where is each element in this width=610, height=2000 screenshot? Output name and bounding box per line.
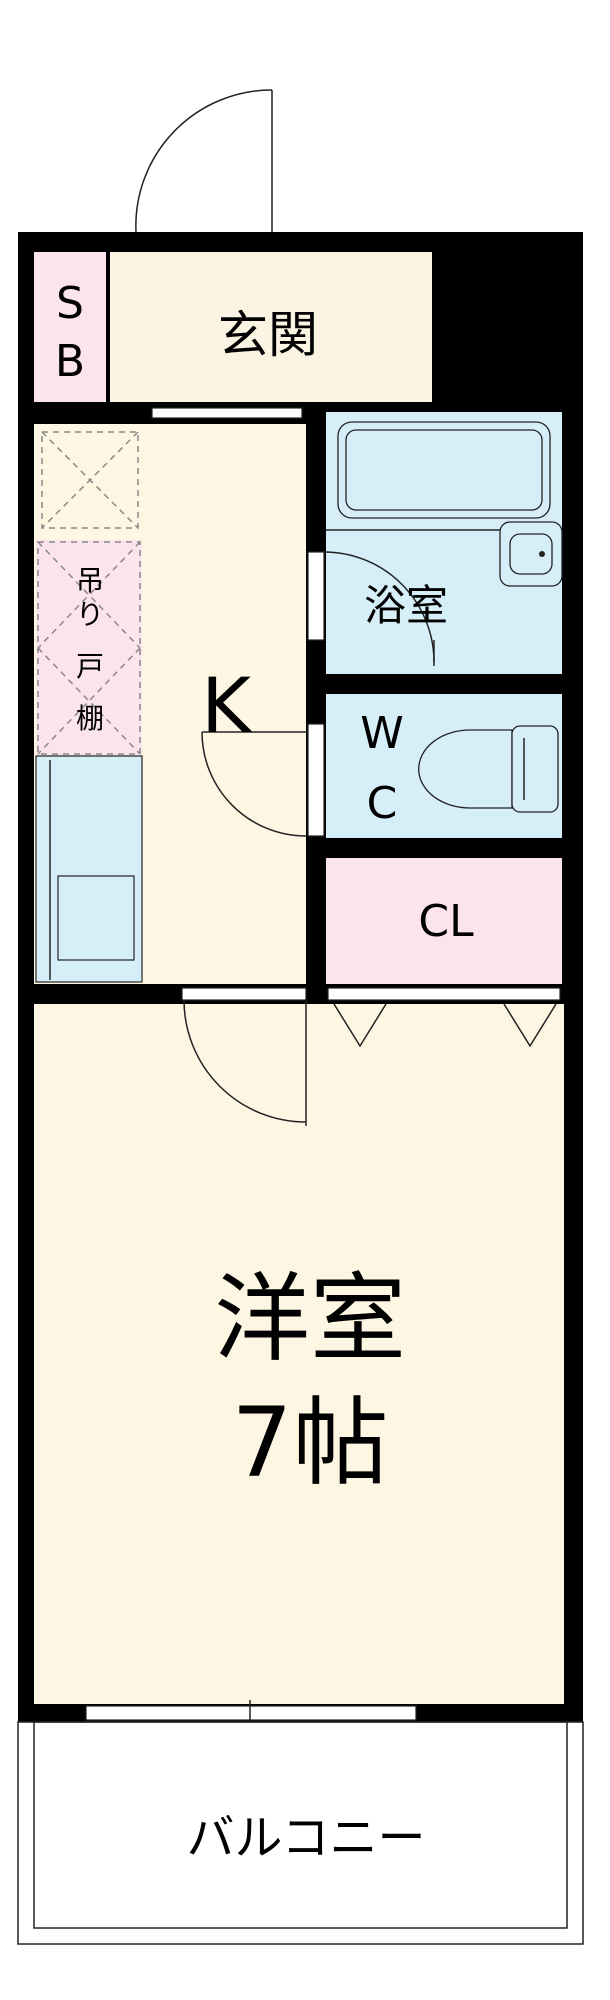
hanging-shelf-label-2: り [76, 598, 104, 631]
inner-doors [85, 551, 561, 1724]
closet-label: CL [418, 896, 474, 947]
hanging-shelf-label-3: 戸 [76, 650, 104, 683]
kitchen-label: K [201, 661, 253, 750]
closet-room [326, 858, 562, 984]
entrance-door [133, 89, 275, 243]
kitchen-counter [35, 755, 143, 983]
toilet-label-w: W [360, 708, 404, 759]
balcony [17, 1721, 584, 1945]
washbasin [499, 521, 563, 587]
bathroom-label: 浴室 [364, 581, 448, 630]
hanging-shelf-label-1: 吊 [76, 564, 104, 597]
shoe-box-room [34, 252, 106, 404]
shoe-box-label-s: S [56, 278, 84, 329]
toilet-label-c: C [367, 778, 398, 829]
entrance-room [110, 252, 432, 402]
shoe-box-label-b: B [55, 336, 85, 387]
hanging-shelf-label-4: 棚 [76, 702, 104, 735]
entrance-label: 玄関 [218, 306, 318, 364]
western-room-label: 洋室 [214, 1263, 406, 1375]
bathtub [326, 421, 562, 531]
western-room-size: 7帖 [231, 1387, 388, 1499]
hanging-shelf [36, 431, 142, 756]
balcony-label: バルコニー [186, 1810, 425, 1866]
western-room [34, 1004, 564, 1704]
toilet-bowl [418, 725, 559, 813]
